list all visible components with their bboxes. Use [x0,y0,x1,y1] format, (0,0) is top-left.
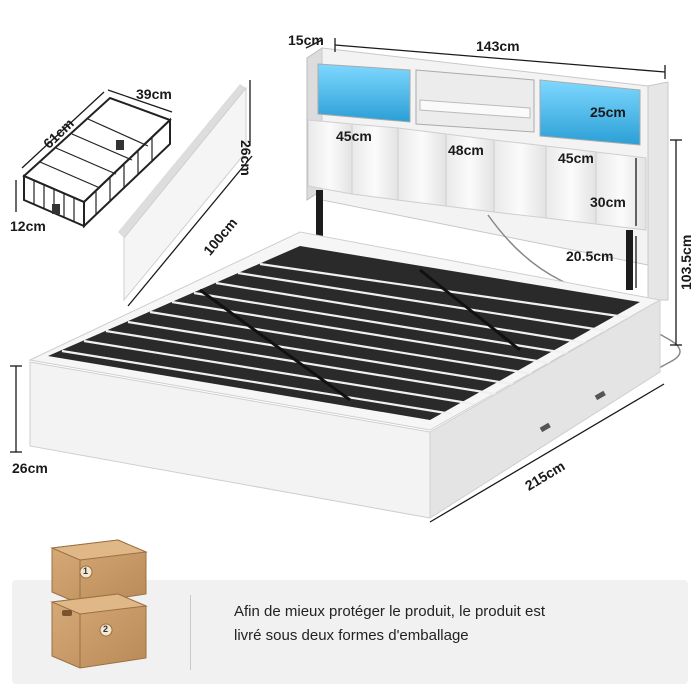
dim-shelf-height: 25cm [590,104,626,120]
dim-leg-clearance: 20.5cm [566,248,614,264]
dim-headboard-depth: 15cm [288,32,324,48]
packaging-note-line2: livré sous deux formes d'emballage [234,627,469,644]
bed-frame [28,231,662,519]
dim-drawer-width: 39cm [136,86,172,102]
packaging-note-line1: Afin de mieux protéger le produit, le pr… [234,603,546,620]
box-2-icon [50,593,148,669]
drawer-front [118,84,247,302]
box-2-label: 2 [103,624,109,634]
packaging-divider [190,595,191,670]
dim-panel-right: 45cm [558,150,594,166]
box-1-label: 1 [83,566,89,576]
dimension-lines [10,38,682,523]
box-1-icon [50,539,148,605]
drawer-basket [22,96,172,229]
packaging-note: Afin de mieux protéger le produit, le pr… [234,600,654,648]
dim-drawer-height: 12cm [10,218,46,234]
dim-bed-width: 143cm [476,38,520,54]
dim-panel-left: 45cm [336,128,372,144]
shelf-left-led [317,63,411,123]
padded-panels [307,119,647,231]
shelf-right-led [539,79,641,146]
dim-panel-height: 30cm [590,194,626,210]
dim-panel-center: 48cm [448,142,484,158]
dim-frame-height: 26cm [12,460,48,476]
